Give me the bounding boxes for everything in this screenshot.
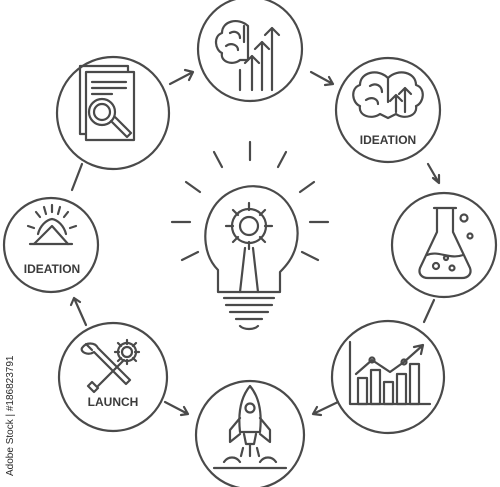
arrow-docs-to-brain [168,68,195,86]
line-flask-to-chart [422,298,436,324]
node-sunrise-ideation [2,196,100,294]
node-brain-growth [196,0,304,103]
arrow-launch-to-rocket [163,400,190,417]
node-rocket [194,379,306,487]
node-growth-chart [330,319,446,435]
node-brain-ideation [334,56,442,164]
document-magnifier-icon [78,64,136,142]
node-label-launch: LAUNCH [88,395,139,409]
brain-growth-arrows-icon [214,20,281,92]
light-rays [170,140,330,262]
node-circle [57,321,169,433]
lightbulb-gear-icon [204,185,299,331]
wrench-gear-icon [80,338,141,394]
node-circle [194,379,306,487]
arrow-launch-to-ideation [69,296,88,327]
node-lab-flask [390,191,498,299]
arrow-chart-to-rocket [311,400,340,417]
node-circle [2,196,100,294]
stock-watermark-id: Adobe Stock | #186823791 [5,355,16,476]
node-label-ideation-sunrise: IDEATION [24,262,80,276]
arrow-brain-to-ideation [309,70,335,87]
node-launch [57,321,169,433]
lab-flask-icon [418,206,474,280]
node-circle [390,191,498,299]
brain-ideation-icon [352,71,424,120]
cycle-connectors [69,68,441,417]
node-circle [55,55,171,171]
node-circle [330,319,446,435]
sunrise-house-icon [26,203,78,246]
node-label-ideation-brain: IDEATION [360,133,416,147]
line-ideation-to-docs [70,162,84,192]
arrow-ideation-to-flask [426,162,441,185]
center-idea [170,140,330,331]
growth-bar-chart-icon [348,340,432,406]
node-circle [334,56,442,164]
node-document-search [55,55,171,171]
rocket-launch-icon [212,384,288,470]
node-circle [196,0,304,103]
